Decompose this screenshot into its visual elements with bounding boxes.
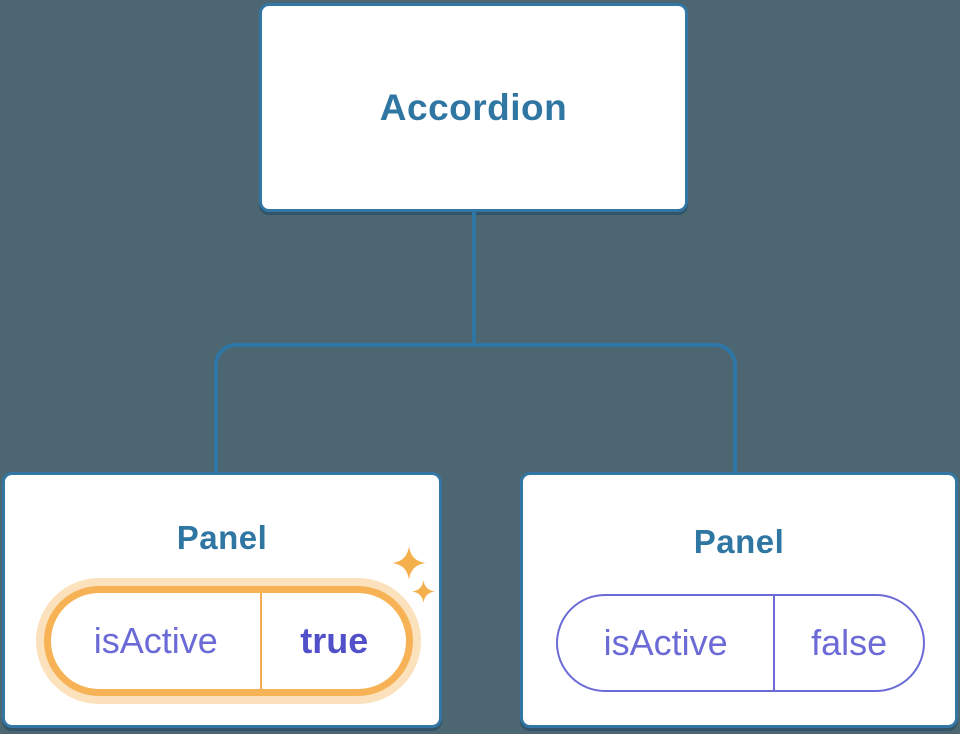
connector-stem-line bbox=[472, 212, 476, 347]
state-pill-divider bbox=[260, 593, 263, 689]
state-value: false bbox=[811, 622, 888, 663]
accordion-node-label: Accordion bbox=[379, 86, 568, 128]
state-key: isActive bbox=[603, 622, 728, 663]
state-key: isActive bbox=[93, 620, 218, 661]
panel-node-inactive: Panel isActive false bbox=[520, 472, 958, 728]
sparkle-icon bbox=[412, 580, 435, 603]
panel-node-active: Panel isActive true bbox=[2, 472, 442, 728]
state-pill-active: isActive true bbox=[44, 586, 413, 696]
state-value: true bbox=[300, 620, 369, 661]
accordion-node: Accordion bbox=[259, 3, 688, 212]
state-pill-divider bbox=[773, 596, 776, 690]
panel-node-label: Panel bbox=[693, 523, 785, 560]
panel-node-label: Panel bbox=[176, 519, 268, 556]
connector-branch-line bbox=[214, 343, 737, 472]
sparkle-icon bbox=[392, 546, 426, 580]
state-pill-inactive: isActive false bbox=[556, 594, 925, 692]
